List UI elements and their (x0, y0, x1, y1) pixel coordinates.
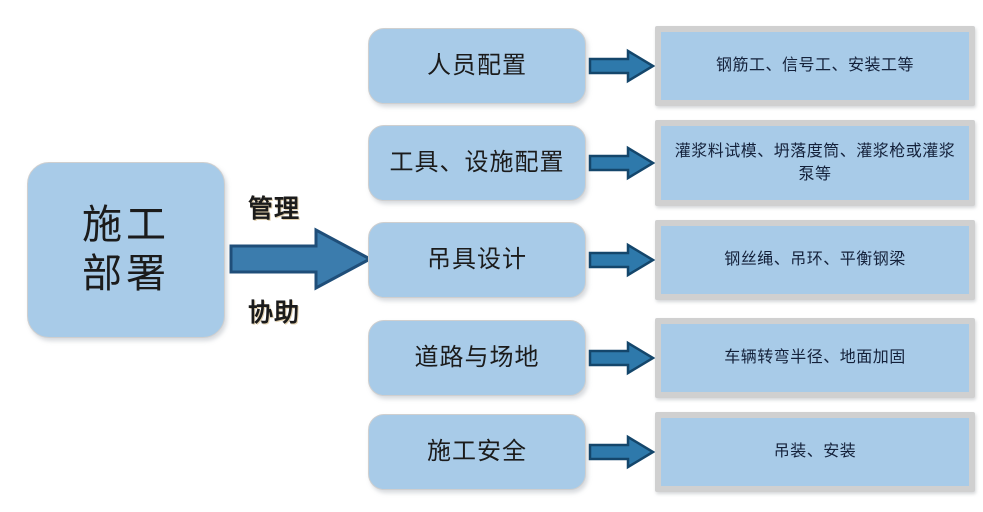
category-box-construction-safety[interactable]: 施工安全 (368, 414, 586, 490)
category-box-construction-safety-label: 施工安全 (427, 438, 527, 466)
root-node-line-1: 施工 (82, 203, 170, 248)
detail-box-personnel[interactable]: 钢筋工、信号工、安装工等 (655, 26, 975, 106)
category-box-road-site-label: 道路与场地 (414, 344, 540, 372)
trunk-block-arrow (228, 226, 374, 292)
root-node-construction-deployment[interactable]: 施工 部署 (27, 162, 225, 338)
trunk-arrow-label-management: 管理 (248, 195, 301, 223)
root-node-line-2: 部署 (82, 252, 170, 296)
connector-arrow-road-site-shape (588, 340, 656, 376)
category-box-road-site[interactable]: 道路与场地 (368, 320, 586, 396)
detail-box-lifting-gear-text: 钢丝绳、吊环、平衡钢梁 (724, 251, 906, 269)
connector-arrow-lifting-gear-shape (588, 242, 656, 278)
connector-arrow-road-site (588, 340, 656, 376)
detail-box-construction-safety-text: 吊装、安装 (773, 443, 857, 461)
category-box-personnel[interactable]: 人员配置 (368, 28, 586, 104)
detail-box-road-site-text: 车辆转弯半径、地面加固 (724, 349, 906, 367)
detail-box-construction-safety[interactable]: 吊装、安装 (655, 412, 975, 492)
connector-arrow-construction-safety-shape (588, 434, 656, 470)
detail-box-road-site[interactable]: 车辆转弯半径、地面加固 (655, 318, 975, 398)
detail-box-lifting-gear[interactable]: 钢丝绳、吊环、平衡钢梁 (655, 220, 975, 300)
connector-arrow-tools-facilities (588, 145, 656, 181)
category-box-personnel-label: 人员配置 (427, 52, 527, 80)
connector-arrow-personnel-shape (588, 48, 656, 84)
connector-arrow-tools-facilities-shape (588, 145, 656, 181)
detail-box-personnel-text: 钢筋工、信号工、安装工等 (715, 57, 914, 75)
trunk-block-arrow-shape (229, 227, 374, 291)
category-box-lifting-gear[interactable]: 吊具设计 (368, 222, 586, 298)
category-box-tools-facilities-label: 工具、设施配置 (389, 149, 565, 177)
connector-arrow-lifting-gear (588, 242, 656, 278)
connector-arrow-construction-safety (588, 434, 656, 470)
category-box-lifting-gear-label: 吊具设计 (427, 246, 527, 274)
trunk-arrow-label-assistance: 协助 (248, 299, 301, 327)
detail-box-tools-facilities[interactable]: 灌浆料试模、坍落度筒、灌浆枪或灌浆泵等 (655, 120, 975, 206)
connector-arrow-personnel (588, 48, 656, 84)
category-box-tools-facilities[interactable]: 工具、设施配置 (368, 125, 586, 201)
root-node-text: 施工 部署 (28, 201, 224, 299)
detail-box-tools-facilities-text: 灌浆料试模、坍落度筒、灌浆枪或灌浆泵等 (674, 142, 956, 183)
